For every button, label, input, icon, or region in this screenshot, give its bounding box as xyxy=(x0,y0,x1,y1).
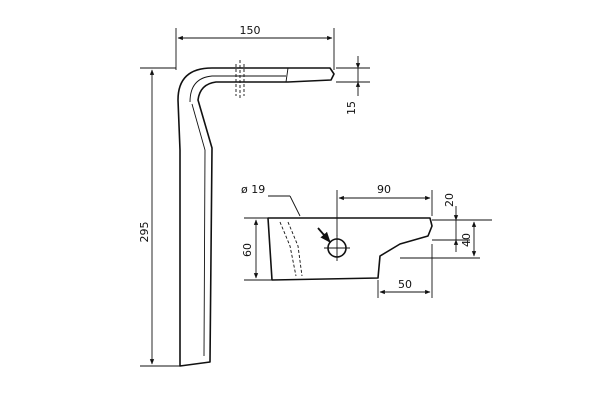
dim-label-295: 295 xyxy=(138,222,151,243)
blade-front-outline xyxy=(267,217,433,281)
dim-label-60: 60 xyxy=(241,243,254,257)
dim-label-hole-diameter: ø 19 xyxy=(241,183,265,196)
dim-label-150: 150 xyxy=(240,24,261,37)
hole-leader-arrow xyxy=(317,227,331,243)
blade-edge-hidden xyxy=(279,221,303,277)
dim-label-15: 15 xyxy=(345,101,358,115)
dim-label-40: 40 xyxy=(460,233,473,247)
dim-label-20: 20 xyxy=(443,193,456,207)
front-view: ø 19 90 20 40 60 50 xyxy=(241,183,492,298)
dim-label-90: 90 xyxy=(377,183,391,196)
hole-diameter-leader xyxy=(289,195,301,217)
blade-side-outline xyxy=(177,67,335,367)
blade-inner-edge xyxy=(189,75,286,357)
dim-label-50: 50 xyxy=(398,278,412,291)
side-view: 150 295 15 xyxy=(138,24,370,367)
blade-tip-edge xyxy=(285,67,289,83)
